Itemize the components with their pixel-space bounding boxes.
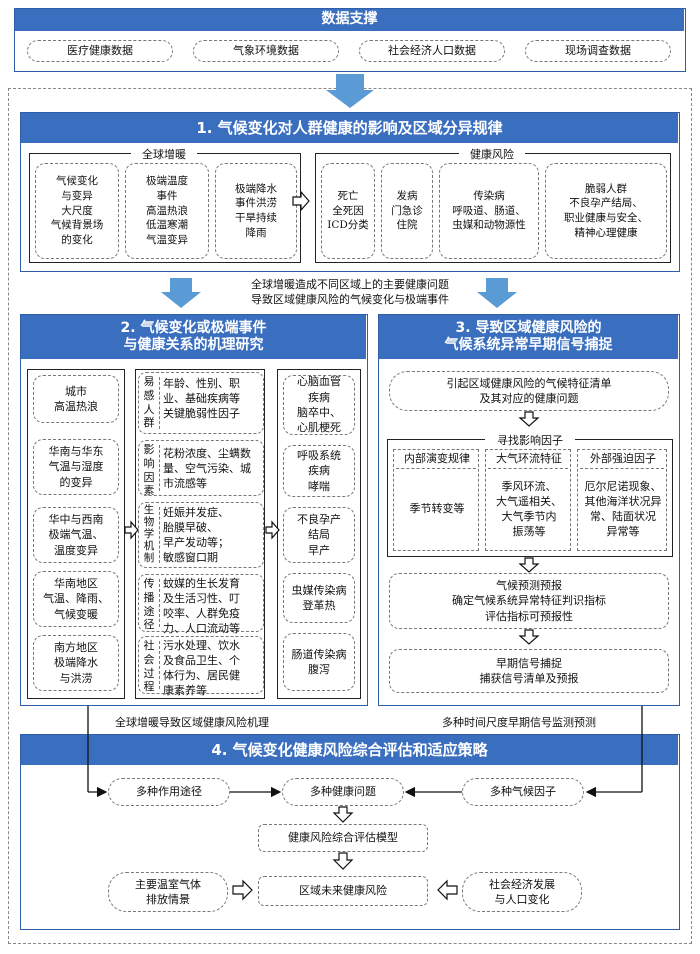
mech-val-susceptible: 年龄、性别、职 业、基础疾病等 关键脆弱性因子: [163, 377, 240, 420]
mech-row-factors: 影 响 因 素 花粉浓度、尘螨数 量、空气污染、城 市流感等: [138, 440, 264, 498]
hollow-arrow-s3-2: [518, 557, 540, 573]
factor-circulation-header: 大气环流特征: [496, 452, 562, 465]
mech-key-biology: 生 物 学 机 制: [143, 504, 155, 565]
arrow-data-to-s1: [326, 74, 374, 108]
mech-val-biology: 妊娠并发症、 胎膜早破、 早产发动等； 敏感窗口期: [163, 506, 229, 564]
ghg-scenarios: 主要温室气体 排放情景: [108, 872, 228, 912]
factor-divider: [580, 468, 664, 469]
disease-respiratory: 呼吸系统 疾病 哮喘: [283, 445, 355, 497]
factor-divider: [488, 468, 568, 469]
seek-factors-label: 寻找影响因子: [485, 432, 575, 448]
section-1-title: 1. 气候变化对人群健康的影响及区域分异规律: [21, 113, 678, 143]
mech-key-transmission: 传 播 途 径: [143, 577, 155, 632]
warming-item-precip: 极端降水 事件洪涝 干旱持续 降雨: [215, 163, 297, 259]
region-city: 城市 高温热浪: [33, 375, 119, 423]
factor-circulation-value: 季风环流、 大气遥相关、 大气季节内 振荡等: [496, 480, 562, 538]
data-support-title: 数据支撑: [15, 9, 684, 31]
hollow-arrow-socio-to-future: [437, 879, 458, 901]
climate-feature-list: 引起区域健康风险的气候特征清单 及其对应的健康问题: [389, 371, 669, 411]
disease-vector: 虫媒传染病 登革热: [283, 573, 355, 623]
hollow-arrow-model-to-future: [332, 852, 354, 870]
disease-pregnancy: 不良孕产 结局 早产: [283, 507, 355, 563]
section-3-title: 3. 导致区域健康风险的 气候系统异常早期信号捕捉: [379, 315, 678, 359]
mech-divider: [159, 445, 160, 491]
health-risk-label: 健康风险: [459, 146, 525, 162]
hollow-arrow-s1: [292, 190, 310, 212]
mech-key-susceptible: 易 感 人 群: [143, 375, 155, 430]
data-item-survey: 现场调查数据: [525, 40, 671, 62]
arrow-s1-to-s3: [477, 278, 517, 308]
section-4-title: 4. 气候变化健康风险综合评估和适应策略: [21, 735, 678, 765]
warming-item-temperature: 极端温度 事件 高温热浪 低温寒潮 气温变异: [125, 163, 209, 259]
mech-divider: [159, 641, 160, 689]
disease-column: [277, 369, 361, 699]
risk-assessment-model: 健康风险综合评估模型: [258, 824, 428, 852]
mech-val-transmission: 蚊媒的生长发育 及生活习性、叮 咬率、人群免疫 力、人口流动等: [163, 577, 240, 635]
between-12-line-1: 全球增暖造成不同区域上的主要健康问题: [251, 278, 449, 291]
early-signal-capture: 早期信号捕捉 捕获信号清单及预报: [389, 649, 669, 693]
risk-item-infectious: 传染病 呼吸道、肠道、 虫媒和动物源性: [439, 163, 539, 259]
mech-val-social: 污水处理、饮水 及食品卫生、个 体行为、居民健 康素养等: [163, 639, 240, 697]
hollow-arrow-s2-right: [265, 520, 280, 540]
risk-item-vulnerable: 脆弱人群 不良孕产结局、 职业健康与安全、 精神心理健康: [545, 163, 667, 259]
socio-development: 社会经济发展 与人口变化: [462, 872, 582, 912]
multi-pathways: 多种作用途径: [108, 778, 230, 806]
mech-divider: [159, 579, 160, 627]
warming-label: 全球增暖: [131, 146, 197, 162]
section-3-panel: 3. 导致区域健康风险的 气候系统异常早期信号捕捉 引起区域健康风险的气候特征清…: [378, 314, 680, 706]
mech-divider: [159, 377, 160, 429]
section-2-panel: 2. 气候变化或极端事件 与健康关系的机理研究 城市 高温热浪 华南与华东 气温…: [20, 314, 368, 706]
factor-internal: 内部演变规律 季节转变等: [393, 449, 479, 551]
factor-divider: [396, 468, 476, 469]
climate-prediction: 气候预测预报 确定气候系统异常特征判识指标 评估指标可预报性: [389, 573, 669, 629]
mech-row-transmission: 传 播 途 径 蚊媒的生长发育 及生活习性、叮 咬率、人群免疫 力、人口流动等: [138, 574, 264, 635]
hollow-arrow-s3-1: [518, 411, 540, 427]
data-item-medical: 医疗健康数据: [27, 40, 173, 62]
factor-external-header: 外部强迫因子: [590, 452, 656, 465]
hollow-arrow-issues-to-model: [332, 806, 354, 823]
between-12-line-2: 导致区域健康风险的气候变化与极端事件: [251, 293, 449, 306]
region-central-southwest: 华中与西南 极端气温、 温度变异: [33, 507, 119, 563]
mech-row-biology: 生 物 学 机 制 妊娠并发症、 胎膜早破、 早产发动等； 敏感窗口期: [138, 502, 264, 568]
mechanism-column: [135, 369, 265, 699]
mech-key-factors: 影 响 因 素: [143, 443, 155, 498]
future-health-risk: 区域未来健康风险: [258, 876, 428, 906]
section-1-panel: 1. 气候变化对人群健康的影响及区域分异规律 全球增暖 气候变化 与变异 大尺度…: [20, 112, 680, 272]
mech-row-susceptible: 易 感 人 群 年龄、性别、职 业、基础疾病等 关键脆弱性因子: [138, 372, 264, 434]
region-south-flood: 南方地区 极端降水 与洪涝: [33, 635, 119, 691]
factor-internal-value: 季节转变等: [409, 502, 465, 515]
factor-external: 外部强迫因子 厄尔尼诺现象、 其他海洋状况异 常、陆面状况 异常等: [577, 449, 667, 551]
between-34-right: 多种时间尺度早期信号监测预测: [442, 716, 596, 729]
hollow-arrow-ghg-to-future: [232, 879, 253, 901]
hollow-arrow-s2-left: [124, 520, 139, 540]
risk-item-morbidity: 发病 门急诊 住院: [381, 163, 433, 259]
hollow-arrow-s3-3: [518, 629, 540, 645]
disease-cardio: 心脑血管 疾病 脑卒中、 心肌梗死: [283, 375, 355, 435]
mech-key-social: 社 会 过 程: [143, 639, 155, 694]
between-34-left: 全球增暖导致区域健康风险机理: [115, 716, 269, 729]
mech-divider: [159, 507, 160, 563]
data-item-socio: 社会经济人口数据: [359, 40, 505, 62]
mech-row-social: 社 会 过 程 污水处理、饮水 及食品卫生、个 体行为、居民健 康素养等: [138, 636, 264, 697]
section-4-panel: 4. 气候变化健康风险综合评估和适应策略: [20, 734, 680, 930]
region-south-east: 华南与华东 气温与湿度 的变异: [33, 439, 119, 495]
section-2-title: 2. 气候变化或极端事件 与健康关系的机理研究: [21, 315, 366, 359]
data-item-meteo: 气象环境数据: [193, 40, 339, 62]
data-support-panel: 数据支撑 医疗健康数据 气象环境数据 社会经济人口数据 现场调查数据: [14, 8, 686, 72]
disease-enteric: 肠道传染病 腹泻: [283, 633, 355, 691]
factor-circulation: 大气环流特征 季风环流、 大气遥相关、 大气季节内 振荡等: [485, 449, 571, 551]
region-south: 华南地区 气温、降雨、 气候变暖: [33, 571, 119, 627]
regions-column: [27, 369, 125, 699]
arrow-s1-to-s2: [161, 278, 201, 308]
factor-internal-header: 内部演变规律: [404, 452, 470, 465]
risk-item-death: 死亡 全死因 ICD分类: [321, 163, 375, 259]
multi-climate-factors: 多种气候因子: [462, 778, 584, 806]
warming-item-variability: 气候变化 与变异 大尺度 气候背景场 的变化: [35, 163, 119, 259]
mech-val-factors: 花粉浓度、尘螨数 量、空气污染、城 市流感等: [163, 447, 251, 490]
multi-health-issues: 多种健康问题: [282, 778, 404, 806]
factor-external-value: 厄尔尼诺现象、 其他海洋状况异 常、陆面状况 异常等: [584, 480, 662, 538]
